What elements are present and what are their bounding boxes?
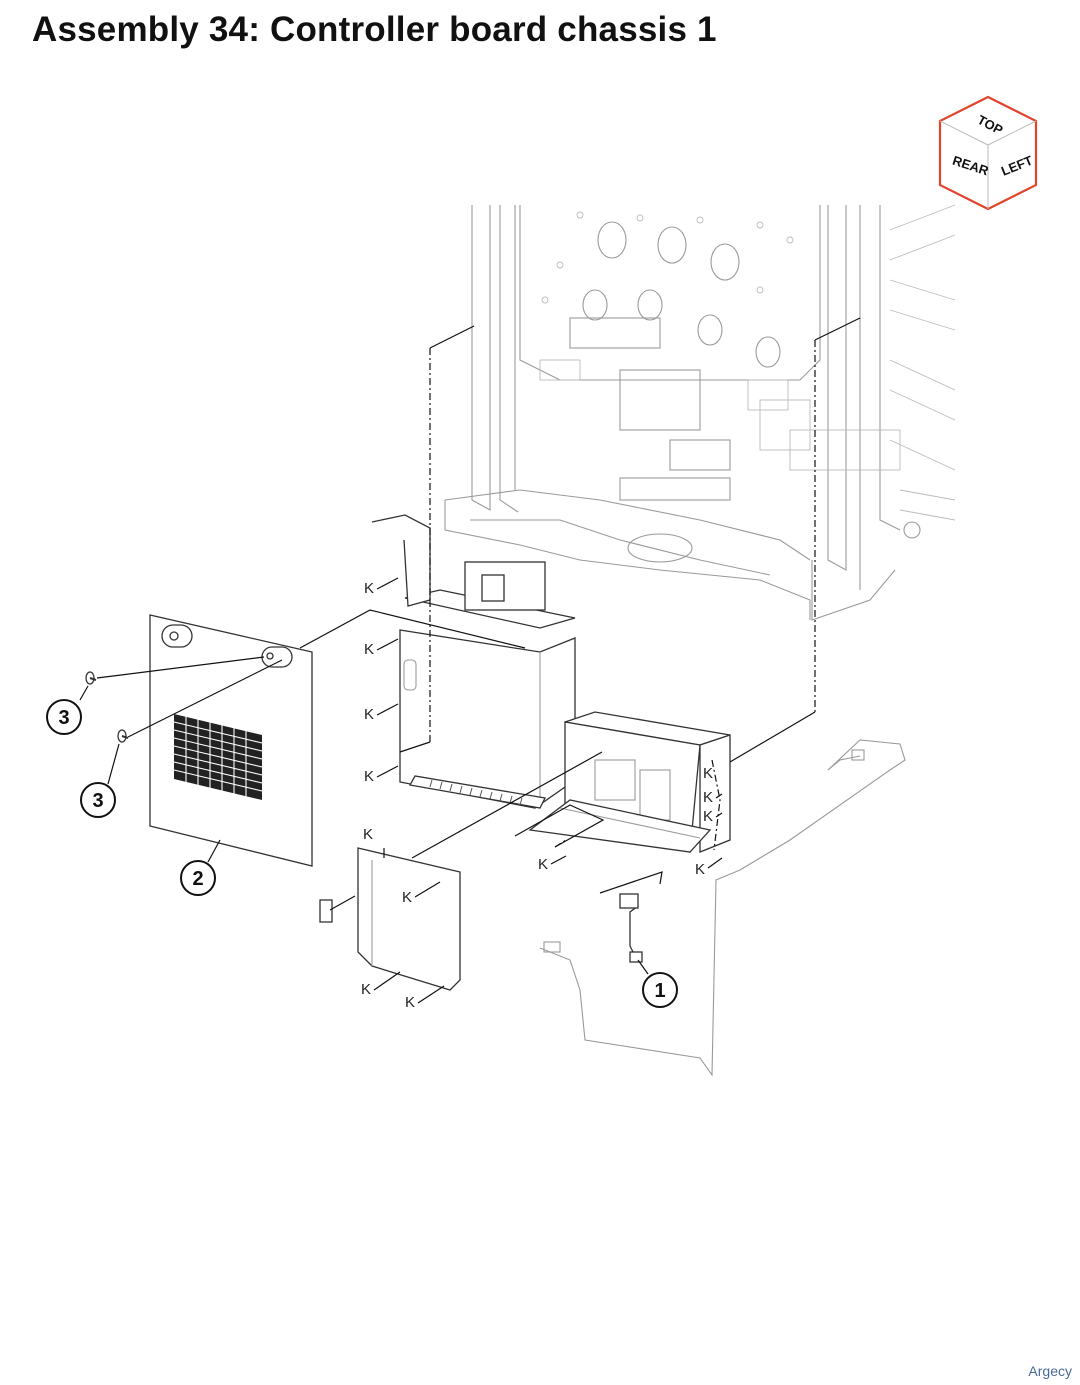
k-label: K: [703, 789, 713, 806]
cover-plate-part-2: [149, 614, 313, 867]
k-label: K: [364, 768, 374, 785]
callout-3-upper: 3: [46, 685, 89, 735]
k-label: K: [361, 981, 371, 998]
controller-board: [319, 847, 461, 991]
callout-1: 1: [637, 959, 678, 1008]
controller-chassis: [371, 514, 576, 809]
assembly-lines: [96, 317, 861, 911]
callout-label: 3: [58, 707, 69, 729]
printer-frame: [444, 204, 956, 621]
callout-label: 3: [92, 790, 103, 812]
screw-icon: [85, 671, 97, 685]
k-label: K: [695, 861, 705, 878]
page-title: Assembly 34: Controller board chassis 1: [32, 10, 717, 49]
k-label: K: [405, 994, 415, 1011]
k-label: K: [703, 765, 713, 782]
k-label: K: [363, 826, 373, 843]
orientation-cube: TOP REAR LEFT: [938, 95, 1038, 211]
k-label: K: [364, 580, 374, 597]
callout-3-lower: 3: [80, 743, 120, 818]
watermark: Argecy: [1028, 1363, 1072, 1379]
k-label: K: [402, 889, 412, 906]
k-labels: K K K K K K K K K K K K K: [361, 577, 723, 1011]
k-label: K: [538, 856, 548, 873]
cover-vent-grill: [173, 714, 263, 800]
k-label: K: [364, 706, 374, 723]
harness-cable: [539, 739, 906, 1077]
screw-icon: [117, 729, 129, 743]
k-label: K: [703, 808, 713, 825]
callout-2: 2: [180, 839, 221, 896]
cable-part-1: [619, 893, 643, 963]
k-label: K: [364, 641, 374, 658]
callout-label: 2: [192, 868, 203, 890]
callout-label: 1: [654, 980, 665, 1002]
